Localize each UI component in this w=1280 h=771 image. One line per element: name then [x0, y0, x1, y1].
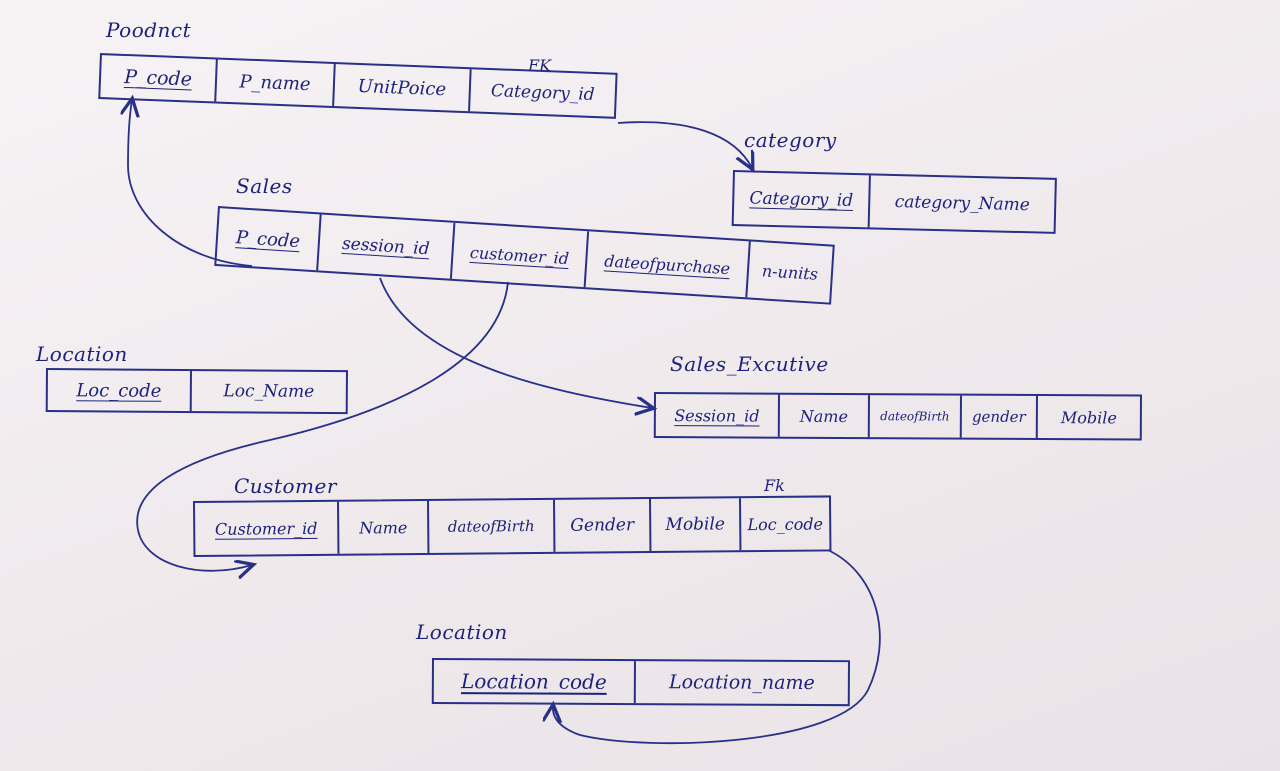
entity-title-category: category [744, 128, 837, 152]
attr-sales-session-id: session_id [318, 214, 456, 279]
attr-customer-name: Name [339, 500, 430, 554]
attr-executive-date-of-birth: dateofBirth [869, 395, 962, 438]
attr-sales-customer-id: customer_id [451, 222, 590, 288]
table-customer: Customer_id Name dateofBirth Gender Mobi… [193, 495, 832, 557]
table-location: Location_code Location_name [431, 658, 850, 707]
entity-title-sales-executive: Sales_Excutive [670, 352, 829, 376]
entity-title-sales: Sales [236, 174, 293, 198]
attr-customer-date-of-birth: dateofBirth [429, 499, 556, 553]
attr-customer-customer-id: Customer_id [195, 501, 340, 555]
attr-location-small-loc-name: Loc_Name [223, 381, 315, 402]
entity-title-location: Location [416, 620, 508, 644]
attr-customer-gender: Gender [555, 499, 652, 552]
attr-product-p-name: P_name [216, 59, 336, 107]
attr-product-unit-price: UnitPoice [334, 64, 472, 112]
attr-product-category-id: Category_id [490, 81, 595, 106]
table-sales-executive: Session_id Name dateofBirth gender Mobil… [653, 392, 1142, 441]
attr-sales-date-of-purchase: dateofpurchase [585, 231, 751, 298]
attr-executive-mobile: Mobile [1060, 407, 1117, 427]
attr-sales-n-units: n-units [761, 260, 819, 284]
attr-category-category-id: Category_id [733, 172, 871, 228]
entity-title-customer: Customer [234, 474, 337, 498]
table-category: Category_id category_Name [731, 170, 1057, 234]
attr-location-location-name: Location_name [668, 671, 815, 695]
fk-label-customer: Fk [764, 476, 785, 495]
attr-category-category-name: category_Name [894, 191, 1031, 216]
attr-product-p-code: P_code [100, 55, 218, 102]
attr-customer-loc-code: Loc_code [747, 514, 824, 534]
table-location-small: Loc_code Loc_Name [45, 368, 348, 415]
attr-executive-name: Name [779, 394, 870, 438]
fk-label-product: FK [528, 56, 552, 75]
entity-title-product: Poodnct [106, 18, 192, 42]
entity-title-location-small: Location [36, 342, 128, 366]
attr-executive-gender: gender [961, 395, 1038, 439]
attr-sales-p-code: P_code [216, 208, 322, 271]
attr-executive-session-id: Session_id [655, 394, 780, 437]
attr-location-small-loc-code: Loc_code [47, 370, 192, 412]
attr-location-location-code: Location_code [433, 660, 636, 704]
attr-customer-mobile: Mobile [651, 498, 742, 552]
